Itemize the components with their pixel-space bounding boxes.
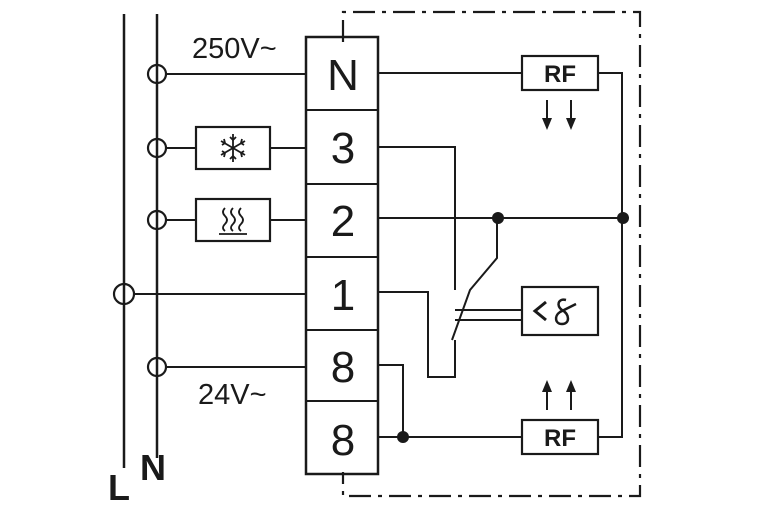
rail-terminal-l [112,282,136,306]
terminal-3: 3 [331,124,355,173]
rf-box-top [520,54,600,92]
rf-box-bottom [520,418,600,456]
terminal-n: N [327,51,359,100]
sensor-box [520,285,600,337]
arrows-down-icon [542,100,576,130]
heat-waves-icon [219,207,247,235]
terminal-2: 2 [331,197,355,246]
terminal-block: N 3 2 1 8 8 [304,35,380,476]
arrows-up-icon [542,380,576,410]
rail-terminal-3 [146,137,168,159]
rf-label-bottom: RF [544,425,576,452]
left-wiring [135,73,306,368]
terminal-8-upper: 8 [331,343,355,392]
neutral-rail-label: N [140,447,166,488]
terminal-1: 1 [331,271,355,320]
rf-label-top: RF [544,61,576,88]
housing-outline [341,10,642,498]
junction-dot [397,431,409,443]
internal-wiring [378,72,625,438]
temperature-sensor-icon [532,298,577,326]
junction-dot [492,212,504,224]
rail-terminal-8 [146,356,168,378]
voltage-label-24v: 24V~ [198,379,267,411]
snowflake-icon [220,134,246,162]
terminal-8-lower: 8 [331,416,355,465]
rail-terminal-n [146,63,168,85]
heating-load-box [194,197,272,243]
cooling-load-box [194,125,272,171]
voltage-label-250v: 250V~ [192,33,277,65]
line-rail-label: L [108,467,130,508]
rail-terminal-2 [146,209,168,231]
junction-dot [617,212,629,224]
